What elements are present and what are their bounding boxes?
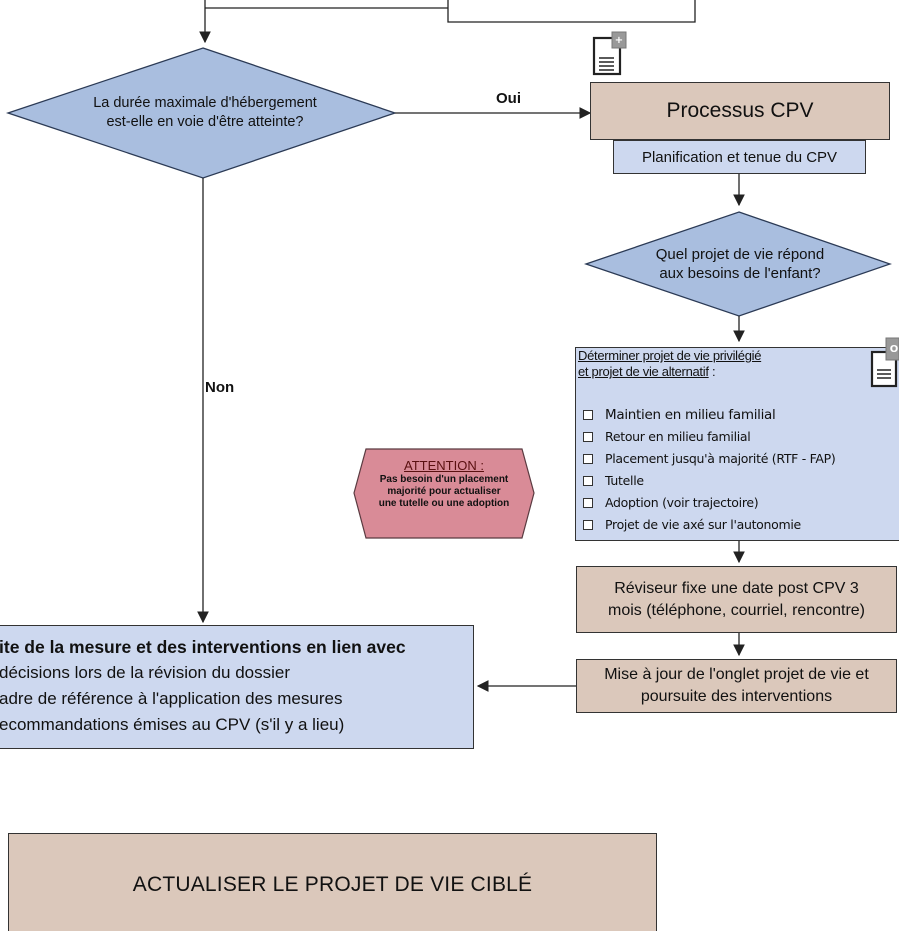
document-icon-badge: +: [615, 35, 623, 46]
top-box-fragment: [205, 0, 696, 23]
edge-label-oui: Oui: [496, 90, 521, 107]
determiner-title-suffix: :: [708, 364, 716, 379]
decision-duree-line1: La durée maximale d'hébergement: [93, 95, 317, 111]
checkbox-icon: [583, 432, 593, 442]
document-icon: +: [592, 31, 627, 76]
decision-projet-line1: Quel projet de vie répond: [655, 246, 825, 263]
actualiser-box: ACTUALISER LE PROJET DE VIE CIBLÉ: [8, 833, 657, 931]
attention-text: ATTENTION : Pas besoin d'un placement ma…: [356, 458, 532, 510]
reviseur-line1: Réviseur fixe une date post CPV 3: [614, 579, 859, 597]
suite-mesure-line2: décisions lors de la révision du dossier: [0, 663, 291, 682]
checkbox-icon: [583, 476, 593, 486]
decision-projet-text: Quel projet de vie répond aux besoins de…: [610, 245, 870, 283]
mise-a-jour-line2: poursuite des interventions: [640, 688, 833, 705]
mise-a-jour-box: Mise à jour de l'onglet projet de vie et…: [576, 659, 897, 713]
projet-option: Adoption (voir trajectoire): [578, 492, 899, 514]
checkbox-icon: [583, 498, 593, 508]
checkbox-icon: [583, 520, 593, 530]
determiner-title-line2: et projet de vie alternatif: [578, 364, 709, 379]
document-icon-badge-2: O: [890, 344, 899, 355]
document-icon: O: [870, 337, 899, 388]
projet-option: Tutelle: [578, 470, 899, 492]
attention-line2: majorité pour actualiser: [387, 486, 501, 497]
projet-option: Placement jusqu'à majorité (RTF - FAP): [578, 448, 899, 470]
processus-cpv-label: Processus CPV: [666, 99, 814, 122]
projet-options-list: Maintien en milieu familial Retour en mi…: [578, 404, 899, 536]
checkbox-icon: [583, 454, 593, 464]
edge-label-non: Non: [205, 379, 235, 396]
determiner-title-line1: Déterminer projet de vie privilégié: [578, 348, 762, 363]
projet-option: Projet de vie axé sur l'autonomie: [578, 514, 899, 536]
reviseur-line2: mois (téléphone, courriel, rencontre): [607, 601, 865, 619]
attention-line3: une tutelle ou une adoption: [378, 498, 510, 509]
suite-mesure-line1: ite de la mesure et des interventions en…: [0, 637, 406, 657]
planification-label: Planification et tenue du CPV: [641, 148, 838, 166]
attention-title: ATTENTION :: [404, 458, 484, 473]
reviseur-box: Réviseur fixe une date post CPV 3 mois (…: [576, 566, 897, 633]
mise-a-jour-line1: Mise à jour de l'onglet projet de vie et: [604, 666, 869, 683]
attention-line1: Pas besoin d'un placement: [379, 474, 509, 485]
decision-projet-line2: aux besoins de l'enfant?: [659, 265, 821, 282]
projet-option: Retour en milieu familial: [578, 426, 899, 448]
processus-cpv-box: Processus CPV: [590, 82, 890, 140]
determiner-box: Déterminer projet de vie privilégié et p…: [575, 347, 899, 541]
attention-octagon: [353, 448, 535, 539]
projet-option: Maintien en milieu familial: [578, 404, 899, 426]
decision-duree-line2: est-elle en voie d'être atteinte?: [106, 114, 304, 130]
actualiser-label: ACTUALISER LE PROJET DE VIE CIBLÉ: [132, 872, 533, 896]
checkbox-icon: [583, 410, 593, 420]
suite-mesure-line3: adre de référence à l'application des me…: [0, 689, 343, 708]
suite-mesure-line4: ecommandations émises au CPV (s'il y a l…: [0, 715, 345, 734]
suite-mesure-box: ite de la mesure et des interventions en…: [0, 625, 474, 749]
planification-box: Planification et tenue du CPV: [613, 140, 866, 174]
decision-duree-text: La durée maximale d'hébergement est-elle…: [40, 94, 370, 132]
